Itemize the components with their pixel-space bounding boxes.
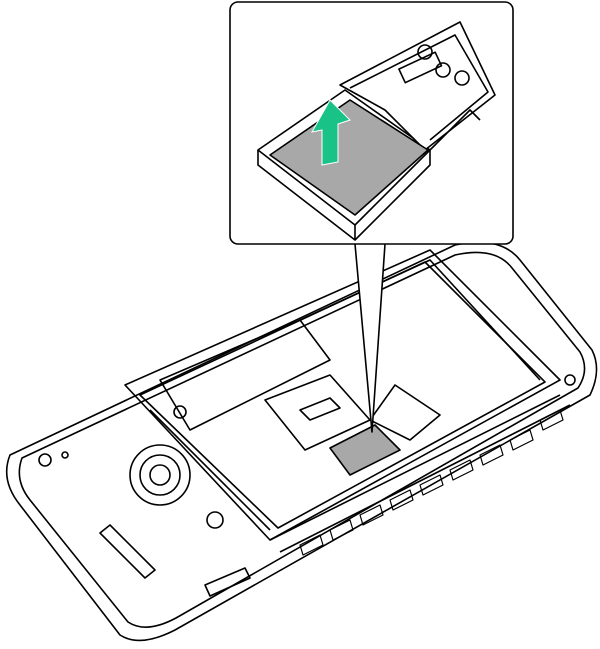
up-arrow-icon bbox=[311, 99, 351, 166]
phone-back-icon bbox=[5, 241, 598, 642]
callout-pointer bbox=[354, 243, 386, 433]
sim-card-small bbox=[329, 424, 401, 476]
